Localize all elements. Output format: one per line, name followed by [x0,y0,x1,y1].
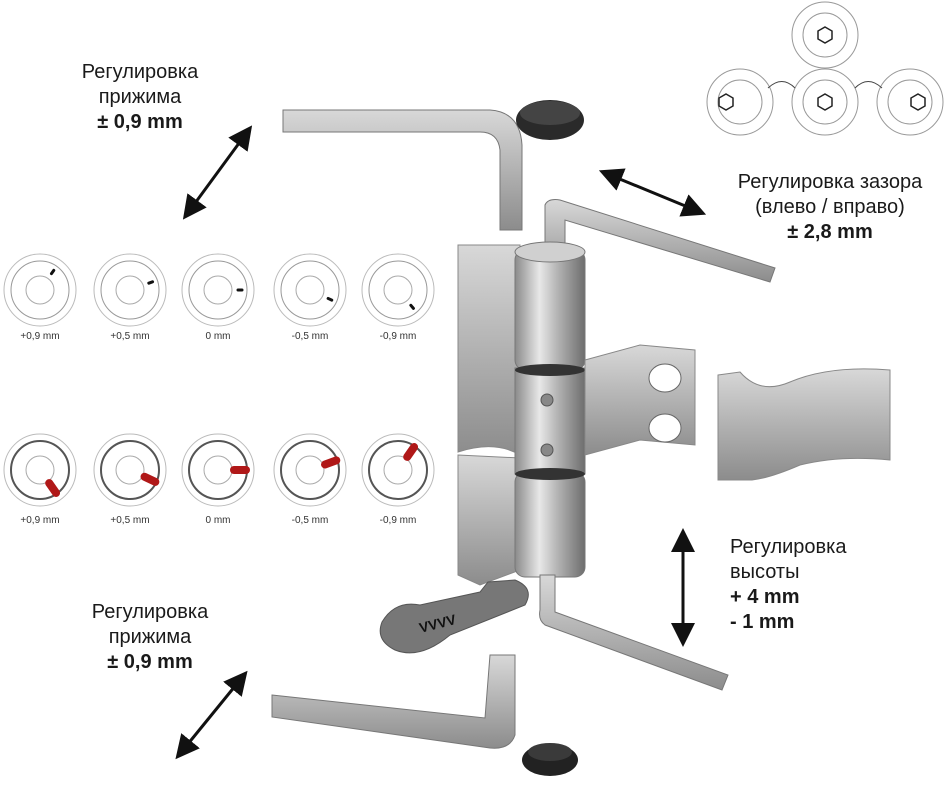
dial-label: +0,9 mm [20,515,60,526]
dial [3,433,77,507]
label-line: Регулировка [730,536,847,558]
label-line: Регулировка [81,61,199,83]
dial-marker [326,296,334,302]
label-value: + 4 mm [730,586,800,608]
dial [3,253,77,327]
dial [273,433,347,507]
dial-label: -0,5 mm [291,515,329,526]
dial [93,253,167,327]
label-line: (влево / вправо) [755,196,905,218]
arrow-gap [598,168,707,217]
label-value: ± 0,9 mm [107,651,193,673]
dial [361,433,435,507]
label-height-adjust: Регулировка высоты + 4 mm - 1 mm [730,535,930,635]
dial-label: -0,9 mm [379,331,417,342]
label-line: Регулировка [91,601,209,623]
dial-marker [45,479,61,497]
dial-label: +0,5 mm [110,331,150,342]
label-line: высоты [730,561,800,583]
gap-dials [706,1,944,136]
wrench-tool: VVVV [379,579,529,654]
dial-marker [147,280,155,285]
hex-key-top [282,109,523,231]
hinge-cover-plate [717,368,891,481]
dial-marker [321,456,341,469]
dial-label: -0,9 mm [379,515,417,526]
dial-label: +0,5 mm [110,515,150,526]
dial [93,433,167,507]
label-press-adjust-top: Регулировка прижима ± 0,9 mm [55,60,225,135]
label-line: прижима [108,626,192,648]
dial [181,253,255,327]
dial-label: 0 mm [205,515,231,526]
dial-label: -0,5 mm [291,331,329,342]
dial-label: +0,9 mm [20,331,60,342]
label-press-adjust-bottom: Регулировка прижима ± 0,9 mm [65,600,235,675]
hex-key-bottom [271,654,516,749]
press-dials-bottom [3,433,435,507]
arrow-press-bottom [175,670,248,760]
arrow-press-top [182,125,253,220]
dial-marker [409,303,415,310]
label-line: Регулировка зазора [737,171,923,193]
press-dials-top [3,253,435,327]
dial-marker [49,268,56,276]
hex-key-side [544,199,776,283]
label-value: ± 2,8 mm [787,221,873,243]
label-value: ± 0,9 mm [97,111,183,133]
dial [361,253,435,327]
label-value: - 1 mm [730,611,795,633]
dial [181,433,255,507]
dial [273,253,347,327]
label-line: прижима [98,86,182,108]
dial-label: 0 mm [205,331,231,342]
dial-marker [140,472,160,486]
hex-key-height [539,574,729,691]
dial-marker [403,443,419,461]
label-gap-adjust: Регулировка зазора (влево / вправо) ± 2,… [705,170,949,245]
hinge-body [457,241,696,586]
